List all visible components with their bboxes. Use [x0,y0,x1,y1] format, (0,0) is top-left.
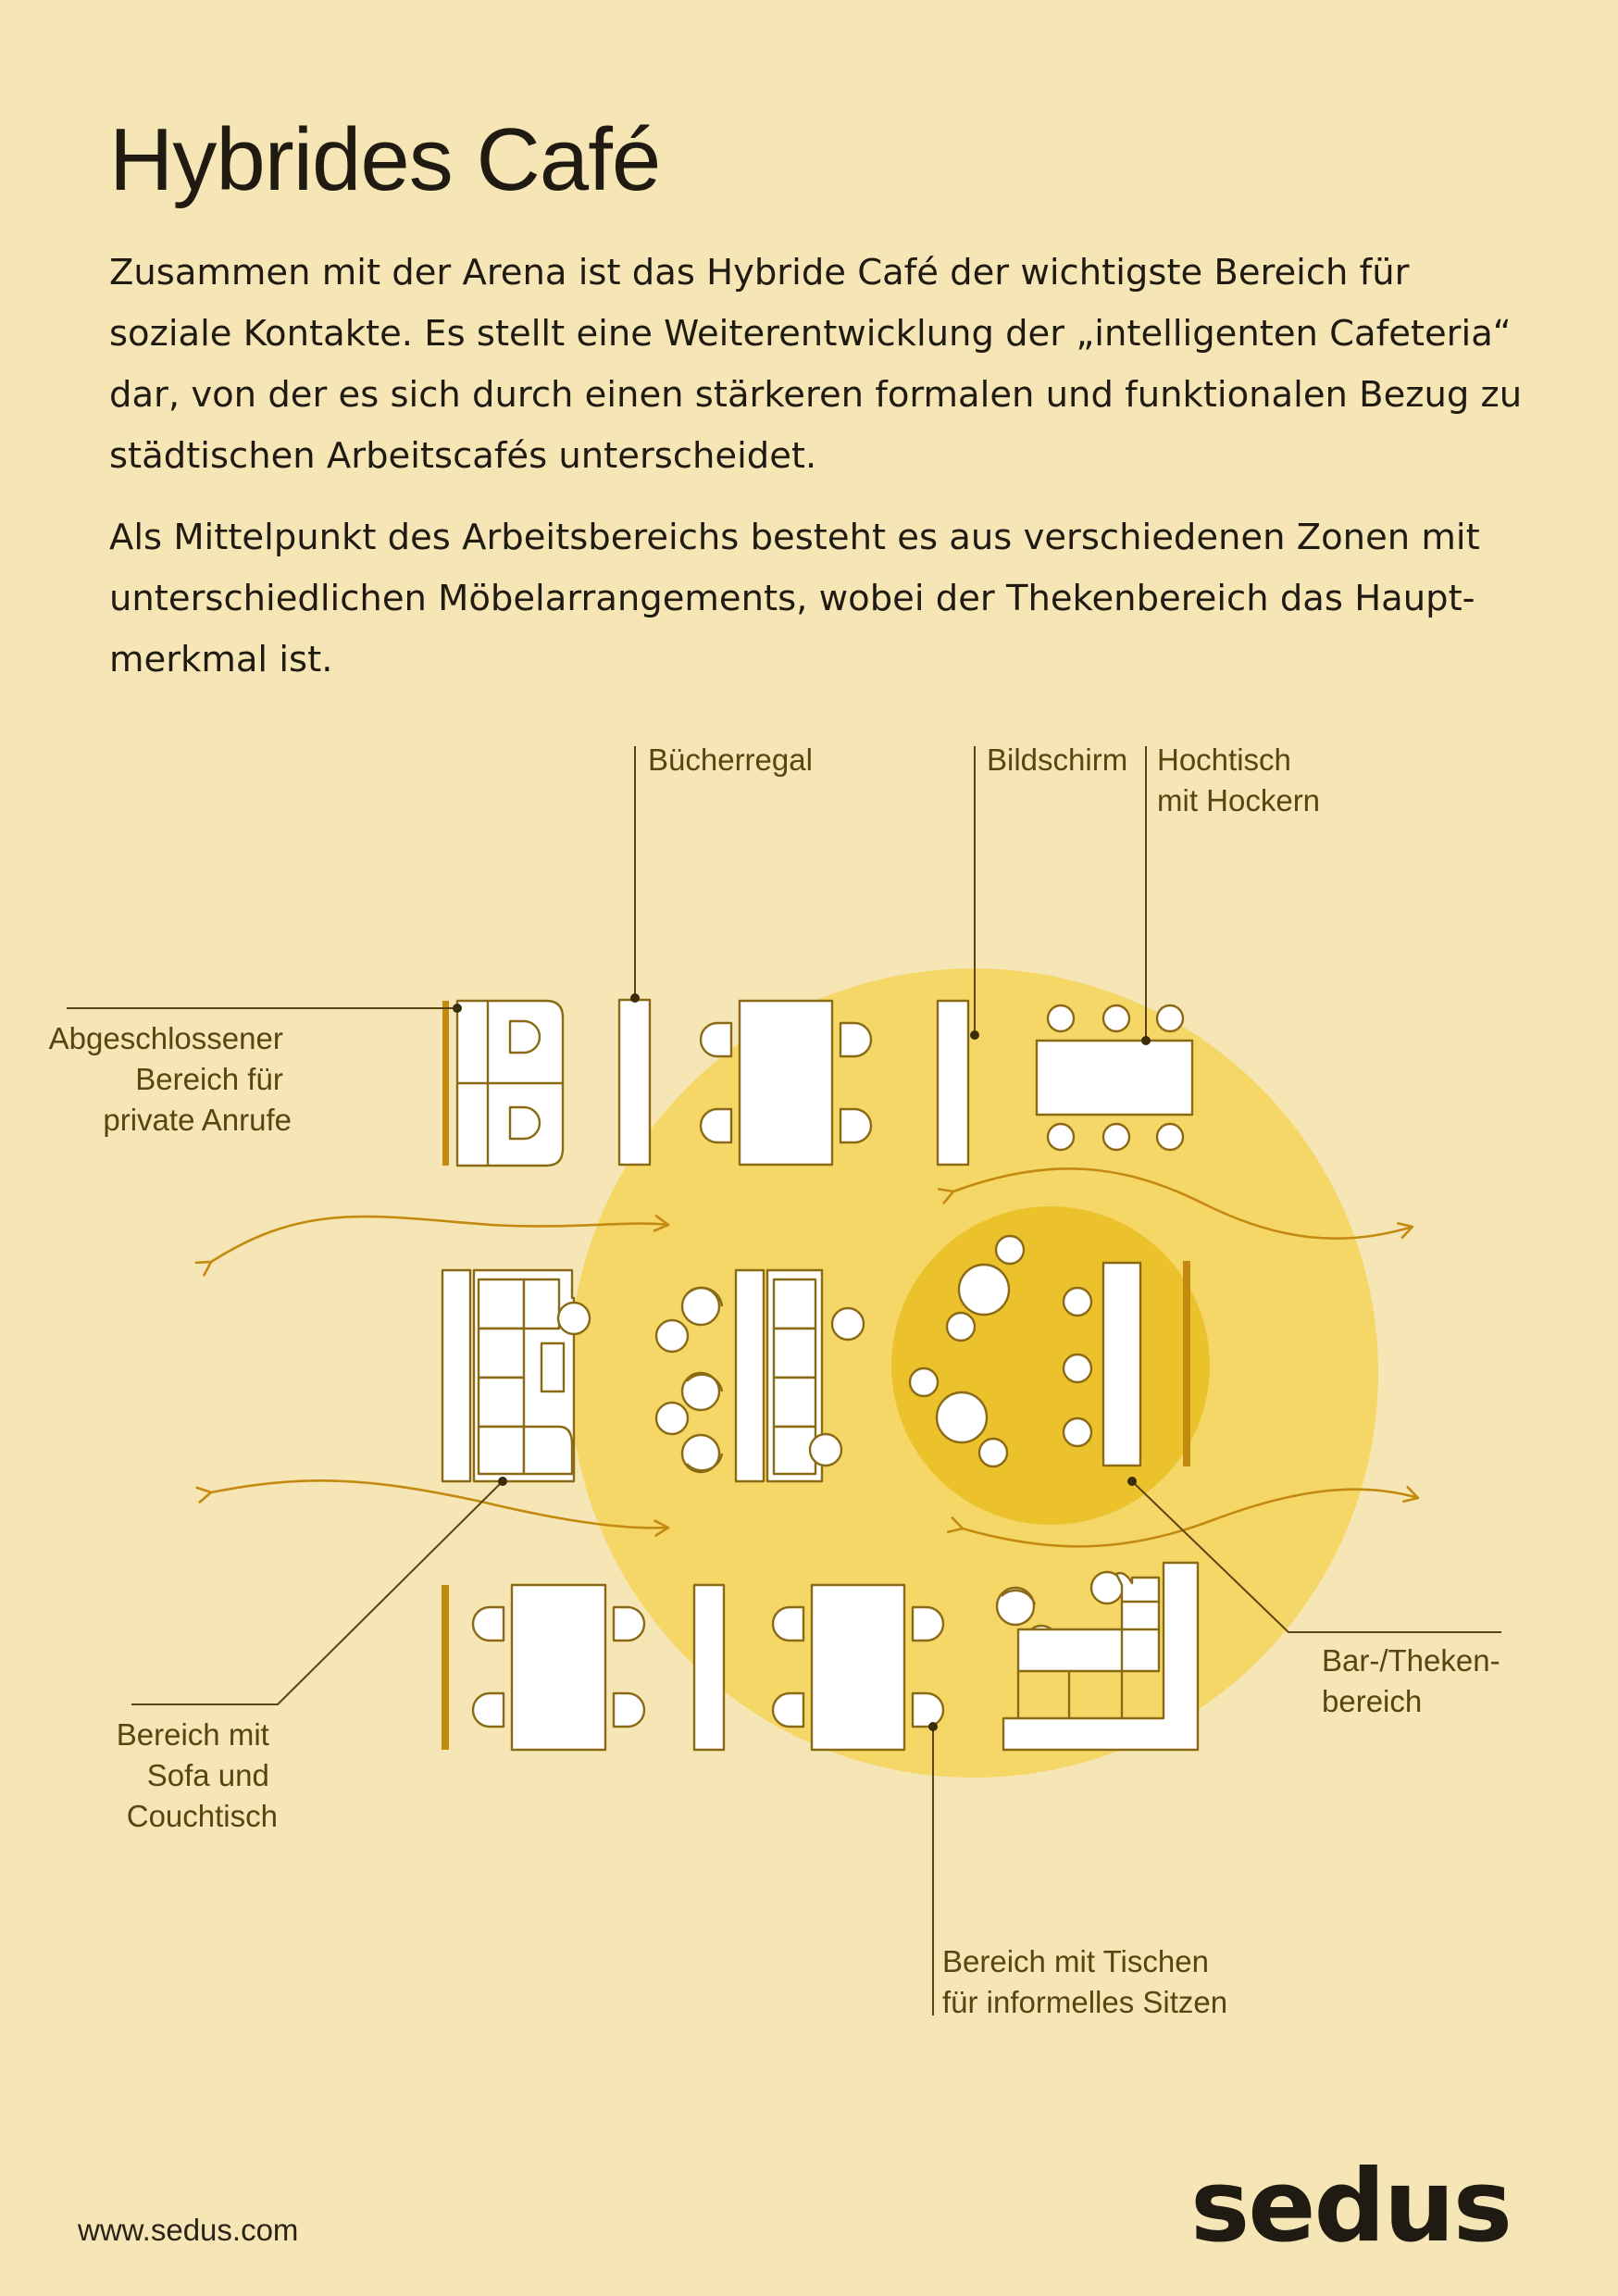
lounge-chairs [654,1286,724,1474]
label-bildschirm: Bildschirm [987,742,1127,777]
bar-zone-circle [891,1206,1210,1525]
leader-dots [453,993,1151,1731]
intro-paragraph-1: Zusammen mit der Arena ist das Hybride C… [109,252,1523,477]
bar-counter [908,1234,1190,1468]
corner-sofa [995,1561,1200,1752]
furniture [441,998,1200,1752]
intro-paragraph-2: Als Mittelpunkt des Arbeitsbereichs best… [109,517,1480,680]
leader-bar [1131,1480,1501,1633]
high-table [1035,1004,1194,1152]
label-privat: Abgeschlossener Bereich für private Anru… [49,1021,292,1137]
flow-arrow-top-left [194,1215,670,1277]
leader-lines [67,746,1501,2015]
label-bar: Bar-/Theken- bereich [1322,1643,1509,1718]
table-bottom-1 [471,1583,646,1752]
screen [936,999,970,1167]
bookshelf-top [617,998,652,1167]
sedus-logo: sedus [1189,2149,1512,2265]
sofa-middle [734,1268,865,1483]
label-buecherregal: Bücherregal [648,742,813,777]
flow-arrows [194,1167,1420,1548]
flow-arrow-bottom-right [947,1486,1420,1548]
phone-booth [442,999,565,1167]
shelf-bottom-left [442,1585,449,1750]
page-title: Hybrides Café [109,110,661,209]
label-hochtisch: Hochtisch mit Hockern [1157,742,1320,817]
bookshelf-bottom [692,1583,726,1752]
flow-arrow-bottom-left [195,1479,670,1537]
label-sofa: Bereich mit Sofa und Couchtisch [117,1717,278,1833]
sofa-left [441,1268,591,1483]
table-bottom-2 [771,1583,945,1752]
table-top-1 [699,999,873,1167]
label-tische: Bereich mit Tischen für informelles Sitz… [942,1944,1227,2019]
leader-sofa [131,1480,504,1705]
flow-arrow-top-right [937,1167,1414,1241]
footer-url-link[interactable]: www.sedus.com [78,2213,299,2247]
